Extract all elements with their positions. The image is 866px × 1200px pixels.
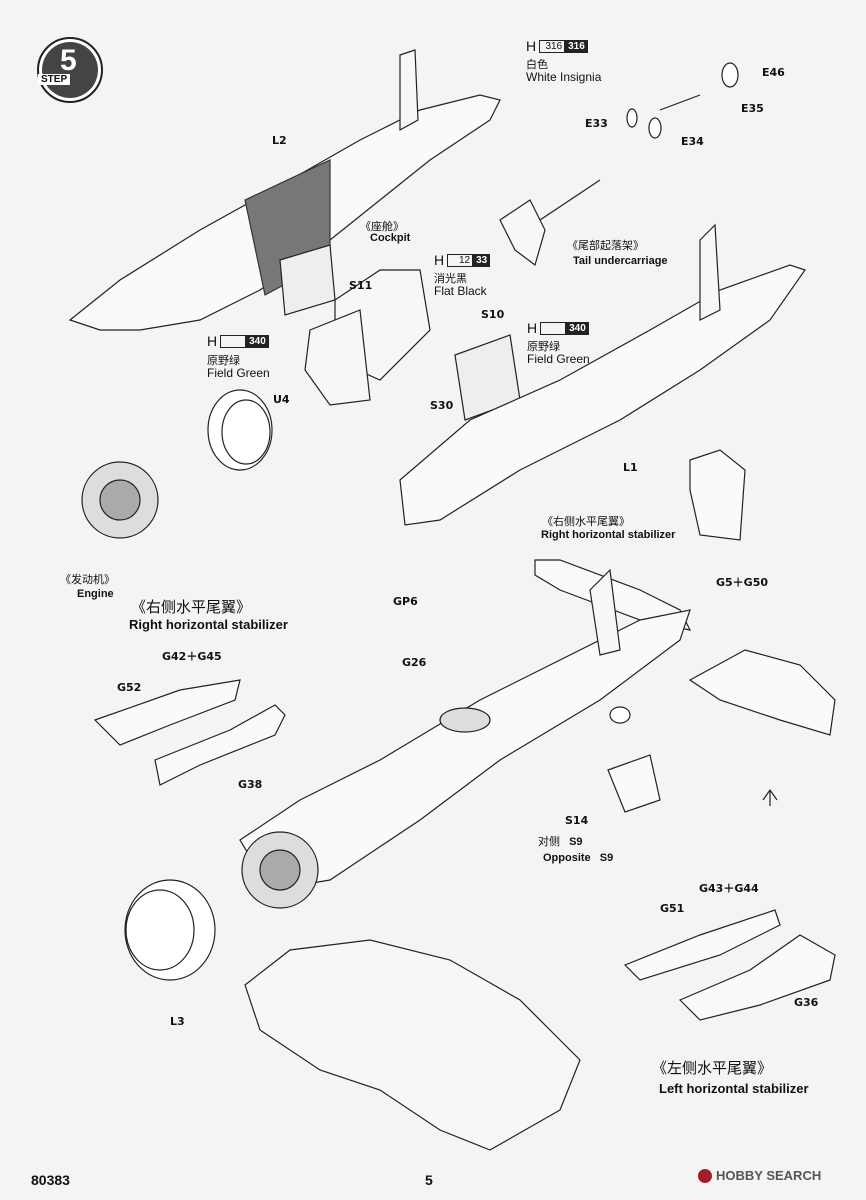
- opposite-part-en: S9: [599, 852, 614, 864]
- right-stab-title-cn: 《右侧水平尾翼》: [131, 598, 252, 616]
- tail-gear-label-cn: 《尾部起落架》: [567, 239, 644, 252]
- paint-prefix: H: [434, 252, 445, 268]
- paint-callout-flat-black: H 12 33: [434, 252, 491, 268]
- paint-code: 33: [473, 253, 491, 267]
- part-label: L2: [272, 134, 287, 147]
- paint-prefix: H: [527, 320, 538, 336]
- step-word: STEP: [38, 74, 71, 85]
- paint-code-box: 12: [447, 253, 474, 267]
- part-label: E33: [585, 117, 608, 130]
- paint-prefix: H: [207, 333, 218, 349]
- engine-label-cn: 《发动机》: [60, 573, 115, 586]
- part-label: G43＋G44: [699, 882, 759, 895]
- right-stab-top-label-cn: 《右侧水平尾翼》: [542, 515, 630, 528]
- paint-code-box: [540, 321, 567, 335]
- tail-gear-label-en: Tail undercarriage: [573, 255, 668, 267]
- part-label: G52: [117, 681, 142, 694]
- opposite-part-cn: S9: [569, 836, 583, 848]
- paint-code: 340: [566, 321, 589, 335]
- part-label: S30: [430, 399, 454, 412]
- page-number: 5: [425, 1172, 433, 1188]
- right-stab-title-en: Right horizontal stabilizer: [129, 617, 288, 632]
- kit-number: 80383: [31, 1172, 70, 1188]
- part-label: L1: [623, 461, 638, 474]
- left-stab-title-cn: 《左侧水平尾翼》: [652, 1059, 773, 1077]
- paint-name-en: Field Green: [527, 352, 590, 366]
- paint-callout-field-green: H 340: [207, 333, 269, 349]
- paint-callout-white: H 316 316: [526, 38, 588, 54]
- paint-name-cn: 消光黑: [434, 272, 467, 285]
- part-label: L3: [170, 1015, 185, 1028]
- opposite-note-en: Opposite S9: [543, 846, 613, 865]
- part-label: E34: [681, 135, 704, 148]
- left-stab-title-en: Left horizontal stabilizer: [659, 1081, 809, 1096]
- paint-code-box: [220, 334, 247, 348]
- part-label: S10: [481, 308, 505, 321]
- paint-name-en: Field Green: [207, 366, 270, 380]
- part-label: G42＋G45: [162, 650, 222, 663]
- paint-name-en: White Insignia: [526, 70, 602, 84]
- part-label: G26: [402, 656, 427, 669]
- part-label: E46: [762, 66, 785, 79]
- part-label: G36: [794, 996, 819, 1009]
- opposite-note: 对侧 S9: [538, 830, 583, 849]
- part-label: G51: [660, 902, 685, 915]
- cockpit-label-cn: 《座舱》: [360, 220, 404, 233]
- opposite-en: Opposite: [543, 852, 591, 864]
- step-number: 5: [60, 44, 77, 77]
- part-label: S11: [349, 279, 373, 292]
- paint-callout-field-green: H 340: [527, 320, 589, 336]
- paint-name-cn: 白色: [526, 58, 548, 71]
- part-label: E35: [741, 102, 764, 115]
- watermark: HOBBY SEARCH: [698, 1168, 821, 1183]
- opposite-cn: 对侧: [538, 835, 560, 848]
- step-badge: 5 STEP: [38, 38, 102, 102]
- paint-name-cn: 原野绿: [527, 340, 560, 353]
- part-label: G38: [238, 778, 263, 791]
- paint-code-box: 316: [539, 39, 566, 53]
- part-label: G5＋G50: [716, 576, 769, 589]
- paint-code: 316: [565, 39, 588, 53]
- part-label: U4: [273, 393, 290, 406]
- paint-name-en: Flat Black: [434, 284, 487, 298]
- paint-name-cn: 原野绿: [207, 354, 240, 367]
- cockpit-label-en: Cockpit: [370, 232, 411, 244]
- engine-label-en: Engine: [77, 588, 114, 600]
- watermark-text: HOBBY SEARCH: [716, 1168, 822, 1183]
- paint-code: 340: [246, 334, 269, 348]
- paint-prefix: H: [526, 38, 537, 54]
- part-label: GP6: [393, 595, 418, 608]
- watermark-logo-icon: [698, 1168, 712, 1183]
- right-stab-top-label-en: Right horizontal stabilizer: [541, 529, 676, 541]
- part-label: S14: [565, 814, 589, 827]
